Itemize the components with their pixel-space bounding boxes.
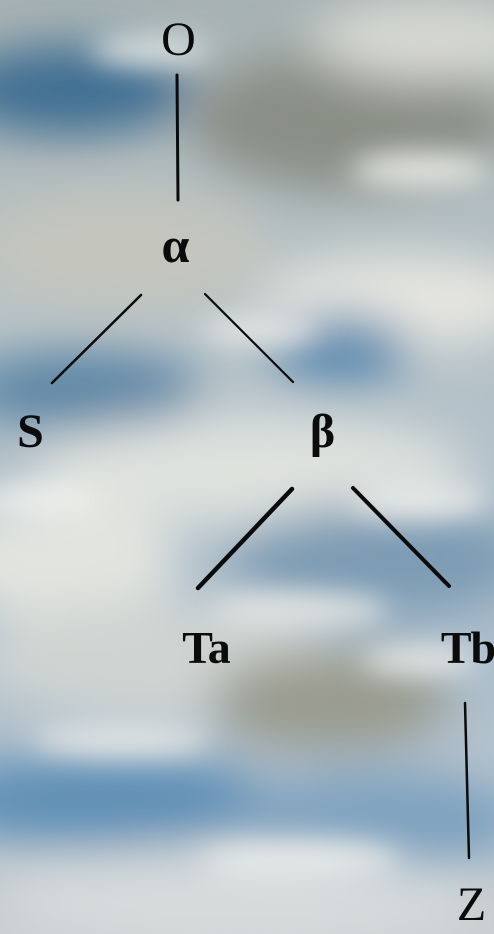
edge-tb-z xyxy=(463,701,471,860)
edge-beta-ta xyxy=(195,486,295,591)
edge-o-alpha xyxy=(175,73,180,202)
edge-alpha-beta xyxy=(203,292,295,384)
node-tb: Tb xyxy=(440,622,494,673)
edge-alpha-s xyxy=(50,293,143,385)
node-s: S xyxy=(17,405,44,458)
node-o: O xyxy=(161,13,196,66)
node-beta: β xyxy=(309,405,335,458)
edge-beta-tb xyxy=(351,486,451,588)
node-z: Z xyxy=(456,878,486,931)
node-alpha: α xyxy=(161,217,190,273)
node-ta: Ta xyxy=(182,622,230,673)
